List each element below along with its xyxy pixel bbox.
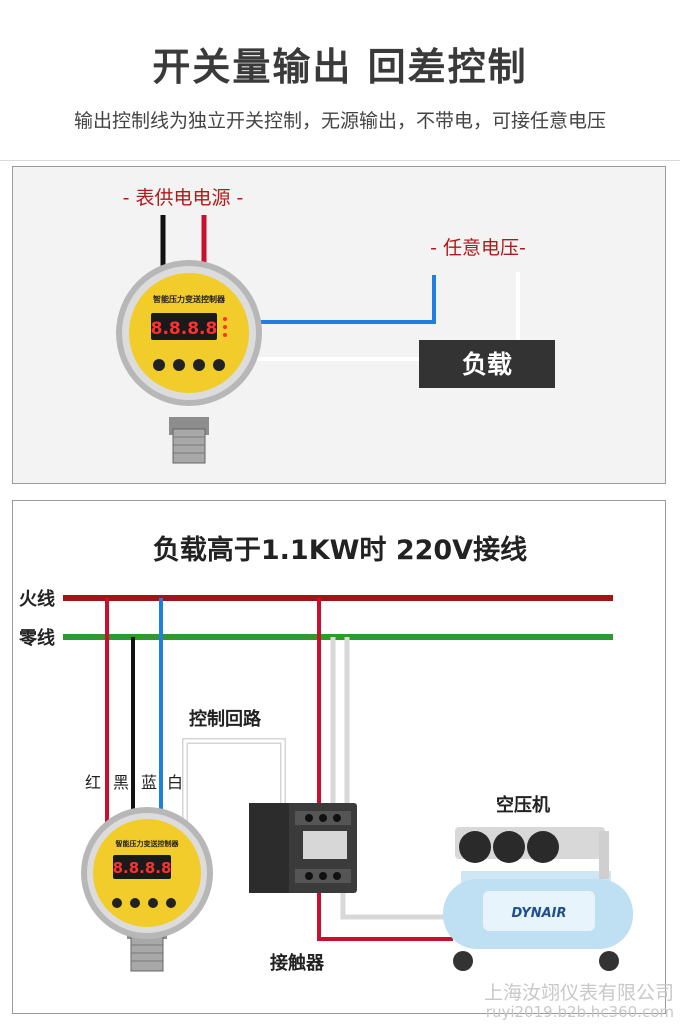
white-compressor-wire [340, 891, 453, 920]
contactor-label: 接触器 [270, 952, 325, 974]
red-compressor-wire [317, 891, 453, 941]
wiring-panel-bottom: 负载高于1.1KW时 220V接线 火线 零线 红 黑 蓝 白 控制回路 [12, 500, 666, 1014]
wire-label-black: 黑 [113, 773, 129, 792]
power-label: - 表供电电源 - [123, 187, 244, 209]
gauge-brand-text: 智能压力变送控制器 [153, 294, 226, 304]
pressure-controller-gauge: 智能压力变送控制器 8.8.8.8 [116, 260, 262, 464]
watermark-company: 上海汝翊仪表有限公司 [483, 982, 674, 1004]
neutral-label: 零线 [18, 627, 55, 649]
gauge-set-button [153, 359, 165, 371]
live-label: 火线 [19, 588, 55, 610]
compressor-brand: DYNAIR [512, 906, 567, 921]
air-compressor: DYNAIR [443, 827, 633, 971]
gauge2-display: 8.8.8.8 [113, 859, 172, 877]
compressor-label: 空压机 [496, 794, 550, 816]
voltage-label: - 任意电压- [430, 237, 526, 259]
wiring-diagram-top: - 表供电电源 - - 任意电压- 负载 智能压力变送控制器 8.8.8.8 [116, 187, 555, 464]
wiring-panel-top: - 表供电电源 - - 任意电压- 负载 智能压力变送控制器 8.8.8.8 [12, 166, 666, 484]
wiring-diagram-bottom: 负载高于1.1KW时 220V接线 火线 零线 红 黑 蓝 白 控制回路 [18, 534, 633, 974]
wire-label-blue: 蓝 [141, 773, 157, 792]
load-label: 负载 [462, 350, 512, 379]
wire-label-white: 白 [167, 773, 183, 792]
gauge-display: 8.8.8.8 [151, 319, 218, 339]
page-subtitle: 输出控制线为独立开关控制，无源输出，不带电，可接任意电压 [73, 110, 606, 132]
page-title: 开关量输出 回差控制 [152, 45, 528, 89]
control-loop-label: 控制回路 [189, 708, 262, 730]
panel2-heading: 负载高于1.1KW时 220V接线 [153, 534, 527, 566]
wire-label-red: 红 [85, 773, 101, 792]
pressure-controller-gauge-2: 智能压力变送控制器 8.8.8.8 [81, 807, 213, 972]
divider [0, 160, 680, 161]
blue-output-wire [257, 275, 436, 324]
white-control-wire [183, 739, 285, 839]
contactor [249, 803, 357, 893]
gauge2-brand-text: 智能压力变送控制器 [116, 839, 180, 848]
load-box [419, 340, 555, 388]
watermark-site: ruyi2019.b2b.hc360.com [485, 1003, 674, 1021]
